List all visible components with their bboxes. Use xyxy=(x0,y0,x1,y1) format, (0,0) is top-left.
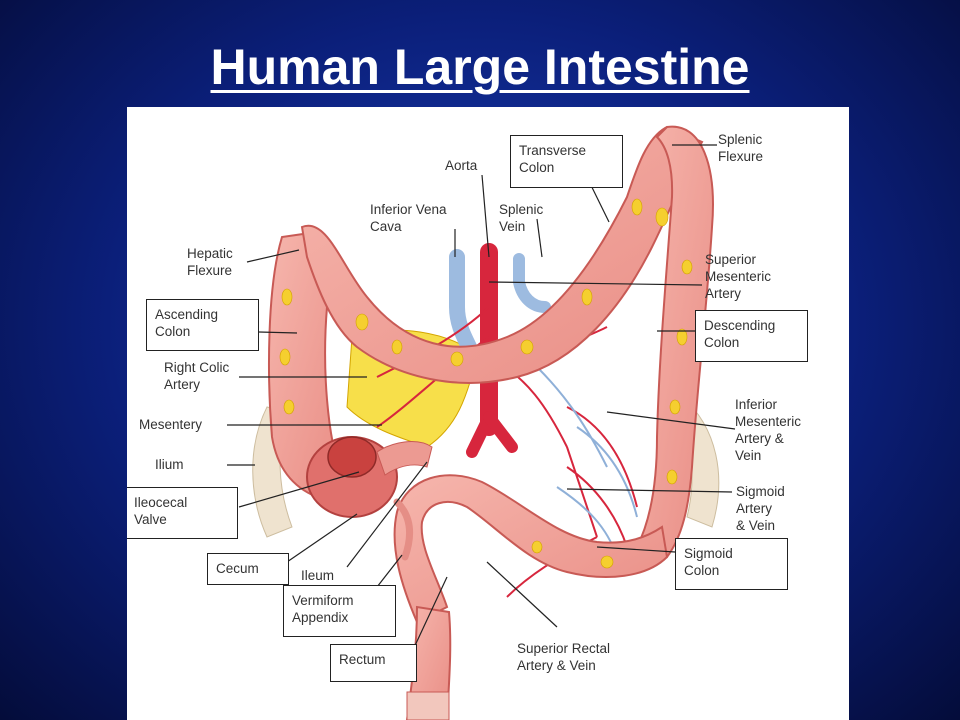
label-rectum: Rectum xyxy=(330,644,417,682)
label-sigmoid-artery-vein: Sigmoid Artery & Vein xyxy=(736,484,785,533)
label-inferior-vena-cava: Inferior Vena Cava xyxy=(370,202,447,234)
label-splenic-vein: Splenic Vein xyxy=(499,202,544,234)
label-ileum: Ileum xyxy=(301,568,335,583)
label-cecum: Cecum xyxy=(207,553,289,585)
leader-lines xyxy=(227,144,736,653)
label-sigmoid-colon: Sigmoid Colon xyxy=(675,538,788,590)
fat-deposits xyxy=(279,198,693,569)
label-aorta: Aorta xyxy=(445,158,478,173)
label-inferior-mesenteric-artery-vein: Inferior Mesenteric Artery & Vein xyxy=(735,397,802,463)
label-hepatic-flexure: Hepatic Flexure xyxy=(187,246,233,278)
label-mesentery: Mesentery xyxy=(139,417,203,432)
label-descending-colon: Descending Colon xyxy=(695,310,808,362)
transverse-colon-shape xyxy=(300,125,704,384)
ileocecal-valve-shape xyxy=(327,436,377,478)
ileum-shape xyxy=(376,441,433,476)
large-intestine-illustration xyxy=(227,125,736,720)
label-ascending-colon: Ascending Colon xyxy=(146,299,259,351)
label-superior-rectal-artery-vein: Superior Rectal Artery & Vein xyxy=(517,641,611,673)
label-vermiform-appendix: Vermiform Appendix xyxy=(283,585,396,637)
slide-title: Human Large Intestine xyxy=(210,39,750,95)
label-transverse-colon: Transverse Colon xyxy=(510,135,623,188)
label-ileocecal-valve: Ileocecal Valve xyxy=(127,487,238,539)
label-superior-mesenteric-artery: Superior Mesenteric Artery xyxy=(705,252,772,301)
anatomy-figure: Transverse Colon Splenic Flexure Aorta I… xyxy=(127,107,849,720)
rectum-muscle xyxy=(406,691,450,720)
iliac-right xyxy=(483,411,518,453)
appendix-shape xyxy=(393,498,413,561)
label-ilium: Ilium xyxy=(155,457,184,472)
label-right-colic-artery: Right Colic Artery xyxy=(164,360,230,392)
label-splenic-flexure: Splenic Flexure xyxy=(718,132,764,164)
